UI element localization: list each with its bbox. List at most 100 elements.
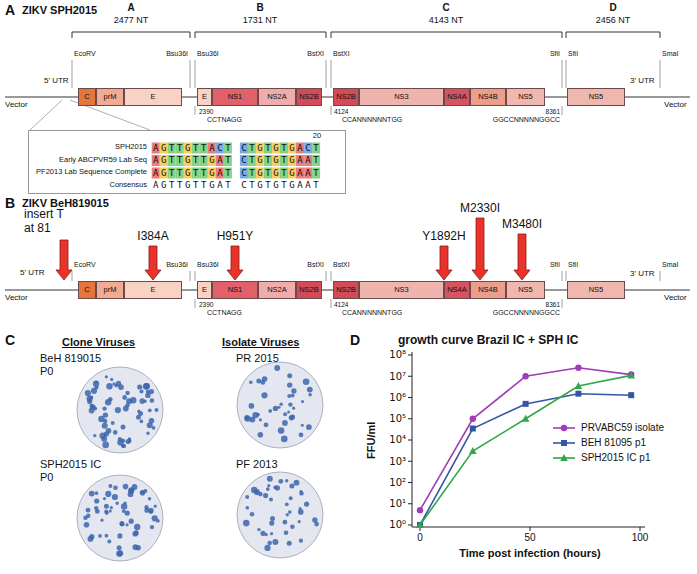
plaque-label: PR 2015 (236, 352, 279, 365)
mutation-label: M3480I (502, 218, 542, 232)
data-marker (470, 426, 476, 432)
plaque-focus (128, 487, 134, 493)
plaque-focus (114, 384, 118, 388)
panel-title: ZIKV SPH2015 (22, 4, 97, 17)
genome-segment: NS5 (506, 88, 545, 106)
segment-name: NS4A (447, 93, 467, 102)
annotation-label: 2456 NT (596, 15, 631, 25)
plaque-focus (104, 504, 109, 509)
annotation-label: Bsu36I (166, 261, 188, 269)
plaque-focus (137, 384, 142, 389)
restriction-site-tick (72, 60, 73, 88)
legend-entry: PRVABC59 isolate (552, 420, 664, 435)
annotation-label: B (256, 2, 263, 14)
annotation-label: GGCCNNNNNGGCC (493, 309, 560, 317)
segment-name: prM (104, 286, 117, 295)
restriction-site-tick (566, 271, 567, 281)
tick-label: 10⁰ (389, 519, 406, 531)
plaque-focus (287, 382, 292, 387)
y-tick (408, 461, 412, 462)
restriction-site-tick (190, 271, 191, 281)
alignment-inset: 20SPH2015AGTTGTTACT CTGTGTGACTEarly ABCP… (28, 130, 346, 194)
data-marker (417, 507, 423, 513)
segment-name: NS2B (299, 286, 319, 295)
data-marker (523, 401, 529, 407)
plaque-focus (102, 423, 108, 429)
plaque-focus (104, 510, 108, 514)
annotation-label: Bsu36I (197, 261, 219, 269)
y-tick (408, 376, 412, 377)
restriction-site-tick (660, 271, 661, 281)
plaque-focus (257, 528, 260, 531)
plaque-focus (121, 425, 126, 430)
annotation-label: BstXI (307, 261, 324, 269)
plaque-focus (86, 514, 90, 518)
genome-segment: NS2A (258, 88, 296, 106)
legend-swatch (552, 438, 576, 448)
mutation-arrow (472, 218, 488, 280)
plaque-focus (303, 379, 310, 386)
restriction-site-tick (660, 60, 661, 88)
plaque-focus (304, 502, 309, 507)
plaque-focus (278, 479, 283, 484)
annotation-label: D (609, 2, 616, 14)
plaque-focus (288, 510, 292, 514)
annotation-label: SfiI (568, 261, 578, 269)
genome-segment: NS5 (506, 281, 545, 299)
plaque-focus (301, 400, 304, 403)
annotation-label: Vector (5, 293, 28, 302)
plaque-focus (249, 403, 255, 409)
plaque-focus (122, 509, 126, 513)
annotation-label: CCANNNNNNTGG (342, 116, 402, 124)
plaque-focus (110, 378, 113, 381)
y-tick (408, 482, 412, 483)
plaque-well (237, 362, 323, 448)
genome-segment: NS4B (470, 88, 506, 106)
plaque-focus (290, 525, 295, 530)
panel-letter: C (5, 332, 15, 348)
plaque-focus (105, 399, 111, 405)
plaque-focus (143, 399, 147, 403)
annotation-label: 8361 (546, 108, 560, 115)
x-tick (640, 527, 641, 531)
plaque-focus (270, 532, 273, 535)
plaque-focus (287, 394, 291, 398)
plaque-focus (117, 533, 122, 538)
data-marker (628, 392, 634, 398)
annotation-label: 2477 NT (114, 15, 149, 25)
genome-segment: NS1 (212, 88, 258, 106)
segment-name: NS4A (447, 286, 467, 295)
sequence-text: AGTTGTTACT CTGTGTGACT (153, 143, 321, 153)
sequence-name: Consensus (109, 181, 147, 190)
tick-label: 10¹ (389, 498, 406, 510)
segment-name: E (202, 286, 207, 295)
plaque-focus (94, 506, 98, 510)
annotation-label: CCTNAGG (207, 116, 242, 124)
chart-legend: PRVABC59 isolateBEH 81095 p1SPH2015 IC p… (552, 420, 664, 465)
segment-name: C (84, 93, 89, 102)
genome-segment: NS2B (333, 281, 359, 299)
segment-name: E (202, 93, 207, 102)
plaque-focus (125, 391, 129, 395)
axis-title: Time post infection (hours) (459, 547, 601, 560)
plaque-focus (84, 522, 90, 528)
plaque-focus (105, 491, 111, 497)
plaque-focus (126, 439, 131, 444)
panel-letter: D (350, 332, 360, 348)
plaque-focus (147, 422, 153, 428)
plaque-focus (110, 506, 113, 509)
annotation-label: EcoRV (74, 50, 96, 58)
annotation-label: 8361 (546, 301, 560, 308)
genome-segment: NS2B (333, 88, 359, 106)
restriction-site-tick (566, 60, 567, 88)
y-tick (408, 440, 412, 441)
tick-label: 10⁶ (389, 392, 406, 404)
plaque-focus (289, 496, 293, 500)
plaque-focus (128, 439, 132, 443)
plaque-focus (123, 406, 129, 412)
plaque-focus (291, 394, 295, 398)
data-marker (575, 391, 581, 397)
plaque-focus (102, 442, 109, 449)
sequence-text: AGTTGTTGAT CTGTGTGAAT (153, 155, 321, 165)
sequence-name: Early ABCPVR59 Lab Seq (59, 156, 147, 165)
